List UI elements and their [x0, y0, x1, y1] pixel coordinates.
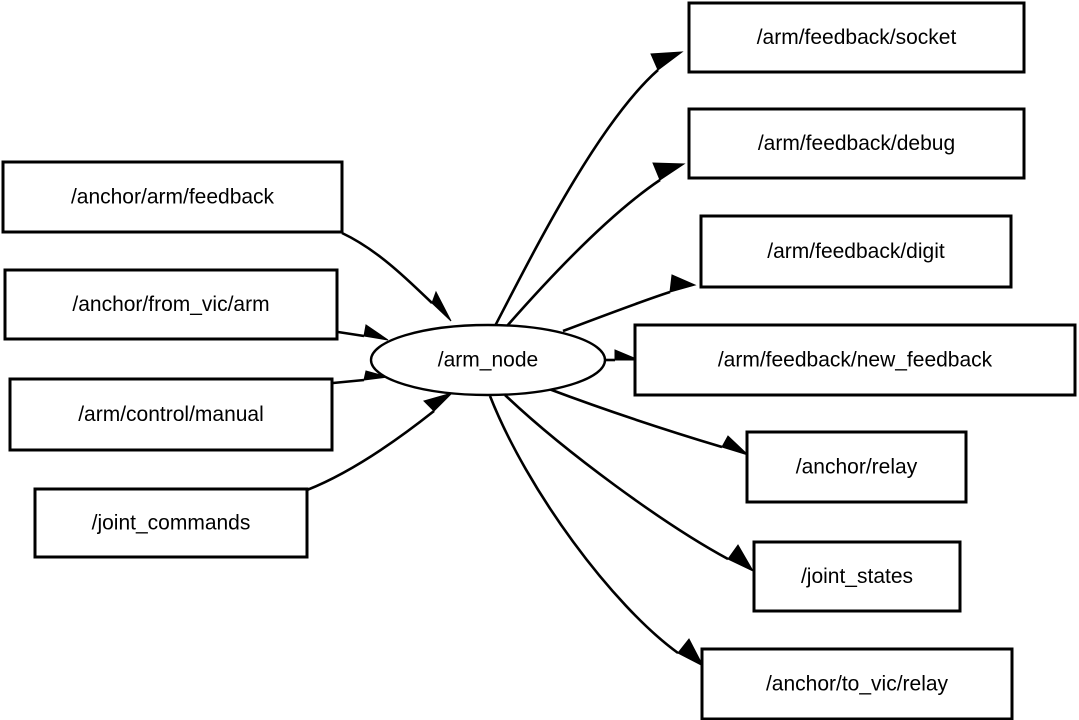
- node-arm_node[interactable]: /arm_node: [369, 323, 607, 397]
- subscriber-node-box[interactable]: [745, 430, 968, 504]
- edge-outgoing: [506, 162, 686, 327]
- subscriber-node-box[interactable]: [687, 1, 1026, 74]
- edge-outgoing: [504, 394, 755, 573]
- edge-line: [562, 290, 671, 333]
- edge-line: [493, 69, 659, 327]
- node-anchor-from-vic-arm[interactable]: /anchor/from_vic/arm: [3, 268, 339, 341]
- edge-line: [548, 387, 723, 449]
- publisher-node-box[interactable]: [1, 160, 344, 234]
- node-arm-feedback-new-feedback[interactable]: /arm/feedback/new_feedback: [633, 323, 1077, 397]
- arrowhead-icon: [652, 162, 686, 181]
- node-arm-feedback-socket[interactable]: /arm/feedback/socket: [687, 1, 1026, 74]
- center-node-label: /arm_node: [438, 349, 538, 372]
- node-joint-states[interactable]: /joint_states: [752, 540, 962, 613]
- publisher-node-box[interactable]: [3, 268, 339, 341]
- arrowhead-icon: [363, 324, 389, 341]
- edge-line: [341, 231, 433, 304]
- node-label: /joint_commands: [92, 512, 251, 535]
- node-anchor-to-vic-relay[interactable]: /anchor/to_vic/relay: [700, 647, 1014, 720]
- arrowhead-icon: [423, 391, 454, 412]
- edge-incoming: [332, 370, 389, 385]
- node-label: /joint_states: [801, 565, 913, 588]
- edge-line: [504, 394, 729, 561]
- edge-outgoing: [488, 395, 705, 668]
- node-label: /arm/control/manual: [78, 403, 264, 426]
- edge-line: [332, 378, 365, 385]
- arrowhead-icon: [614, 349, 640, 361]
- subscriber-node-box[interactable]: [633, 323, 1077, 397]
- node-label: /anchor/arm/feedback: [71, 186, 275, 209]
- node-label: /arm/feedback/socket: [757, 26, 957, 49]
- publisher-node-box[interactable]: [33, 487, 309, 559]
- arrowhead-icon: [677, 638, 705, 668]
- edge-line: [306, 409, 435, 492]
- edge-outgoing: [548, 387, 749, 456]
- publisher-node-box[interactable]: [8, 377, 334, 452]
- edge-line: [488, 395, 679, 655]
- edge-incoming: [341, 231, 452, 322]
- node-joint-commands[interactable]: /joint_commands: [33, 487, 309, 559]
- node-label: /arm/feedback/digit: [767, 240, 945, 263]
- edge-outgoing: [562, 274, 697, 333]
- node-label: /anchor/to_vic/relay: [766, 673, 949, 696]
- edge-incoming: [306, 391, 454, 492]
- node-label: /arm/feedback/new_feedback: [718, 349, 993, 372]
- edge-line: [506, 178, 661, 327]
- node-anchor-relay[interactable]: /anchor/relay: [745, 430, 968, 504]
- arrowhead-icon: [650, 51, 684, 71]
- subscriber-node-box[interactable]: [699, 214, 1013, 289]
- edge-line: [337, 330, 365, 338]
- arrowhead-icon: [721, 435, 749, 456]
- edge-incoming: [337, 324, 389, 341]
- edge-outgoing: [493, 51, 684, 327]
- center-node-ellipse[interactable]: [369, 323, 607, 397]
- arrowhead-icon: [727, 544, 755, 573]
- edge-outgoing: [606, 349, 640, 362]
- node-label: /anchor/relay: [796, 456, 918, 479]
- arrowhead-icon: [431, 290, 452, 322]
- node-arm-feedback-debug[interactable]: /arm/feedback/debug: [687, 107, 1026, 180]
- subscriber-node-box[interactable]: [752, 540, 962, 613]
- node-label: /anchor/from_vic/arm: [72, 293, 269, 316]
- node-label: /arm/feedback/debug: [758, 132, 955, 155]
- node-arm-control-manual[interactable]: /arm/control/manual: [8, 377, 334, 452]
- subscriber-node-box[interactable]: [700, 647, 1014, 720]
- edges-layer: [306, 51, 755, 668]
- node-arm-feedback-digit[interactable]: /arm/feedback/digit: [699, 214, 1013, 289]
- node-anchor-arm-feedback[interactable]: /anchor/arm/feedback: [1, 160, 344, 234]
- arrowhead-icon: [669, 274, 697, 293]
- subscriber-node-box[interactable]: [687, 107, 1026, 180]
- arrowhead-icon: [363, 370, 389, 381]
